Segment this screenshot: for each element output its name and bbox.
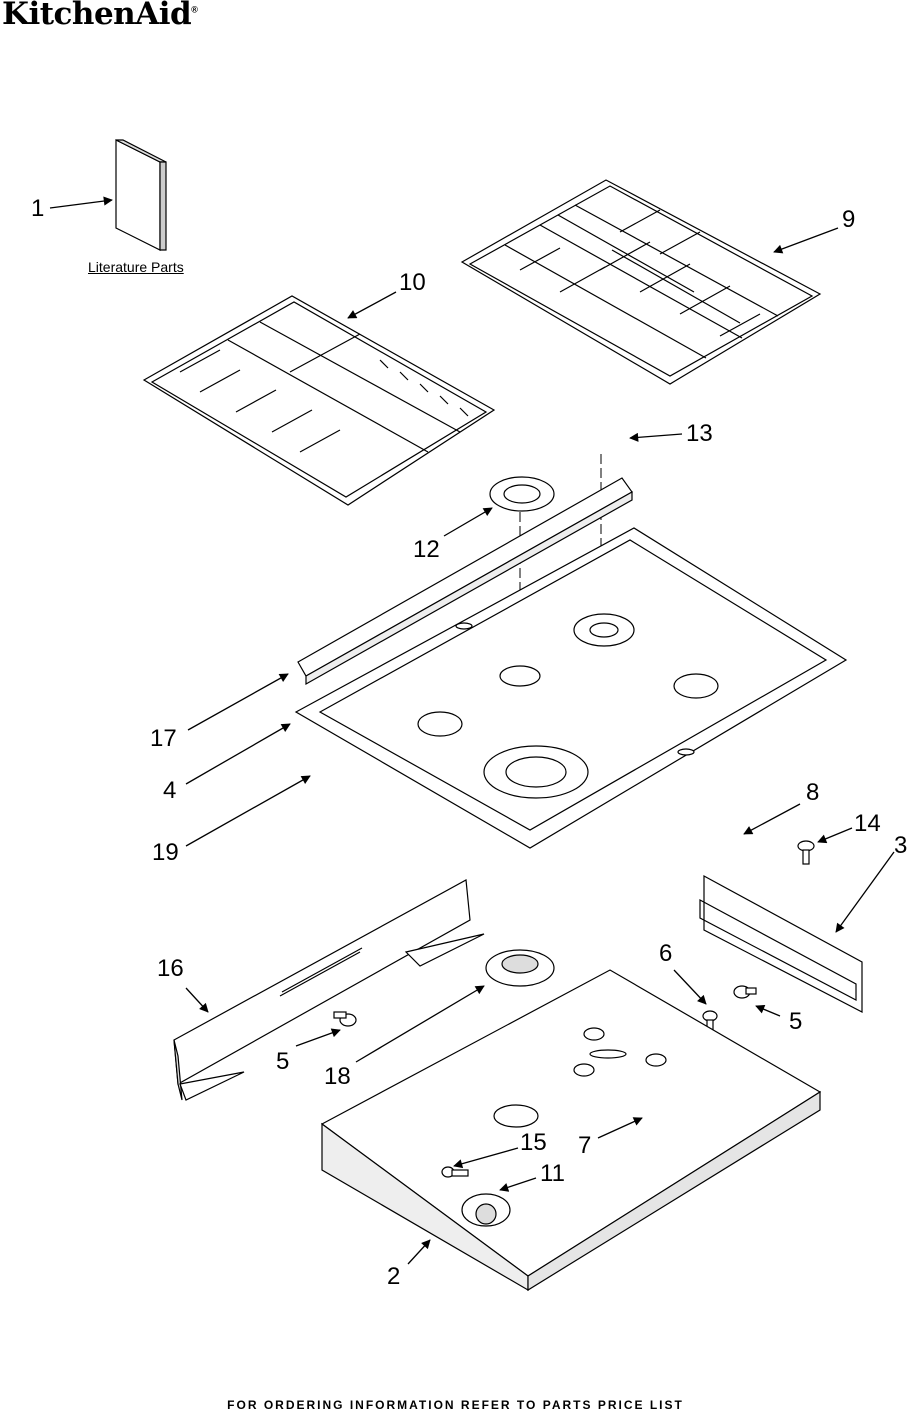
screw-14 (798, 841, 814, 864)
literature-parts-label: Literature Parts (88, 259, 184, 275)
callout-1: 1 (31, 197, 44, 221)
cooktop-panel (296, 528, 846, 848)
callout-8: 8 (806, 781, 819, 805)
callout-16: 16 (157, 957, 184, 981)
valve (462, 1194, 510, 1226)
callout-5-left: 5 (276, 1050, 289, 1074)
callout-9: 9 (842, 208, 855, 232)
ordering-info-footer: FOR ORDERING INFORMATION REFER TO PARTS … (0, 1398, 911, 1412)
callout-11: 11 (540, 1162, 565, 1186)
callout-17: 17 (150, 727, 177, 751)
grate-large (462, 180, 820, 384)
spacer (518, 1196, 526, 1218)
spacer (428, 1152, 436, 1174)
rear-panel (700, 876, 862, 1012)
callout-3: 3 (894, 834, 907, 858)
callout-5-right: 5 (789, 1010, 802, 1034)
callout-6: 6 (659, 942, 672, 966)
callout-10: 10 (399, 271, 426, 295)
base-tray (322, 970, 820, 1290)
burner-cap (575, 427, 627, 453)
callout-18: 18 (324, 1065, 351, 1089)
callout-7: 7 (578, 1134, 591, 1158)
callout-4: 4 (163, 779, 176, 803)
screw-5-right (734, 986, 756, 998)
screw-5-left (334, 1012, 356, 1026)
callout-14: 14 (854, 812, 881, 836)
callout-13: 13 (686, 422, 713, 446)
callout-12: 12 (413, 538, 440, 562)
callout-19: 19 (152, 841, 179, 865)
grate-small (144, 296, 494, 505)
burner-ring (490, 477, 554, 511)
callout-15: 15 (520, 1131, 547, 1155)
burner-base (486, 950, 554, 986)
callout-2: 2 (387, 1265, 400, 1289)
literature-book (116, 140, 166, 250)
